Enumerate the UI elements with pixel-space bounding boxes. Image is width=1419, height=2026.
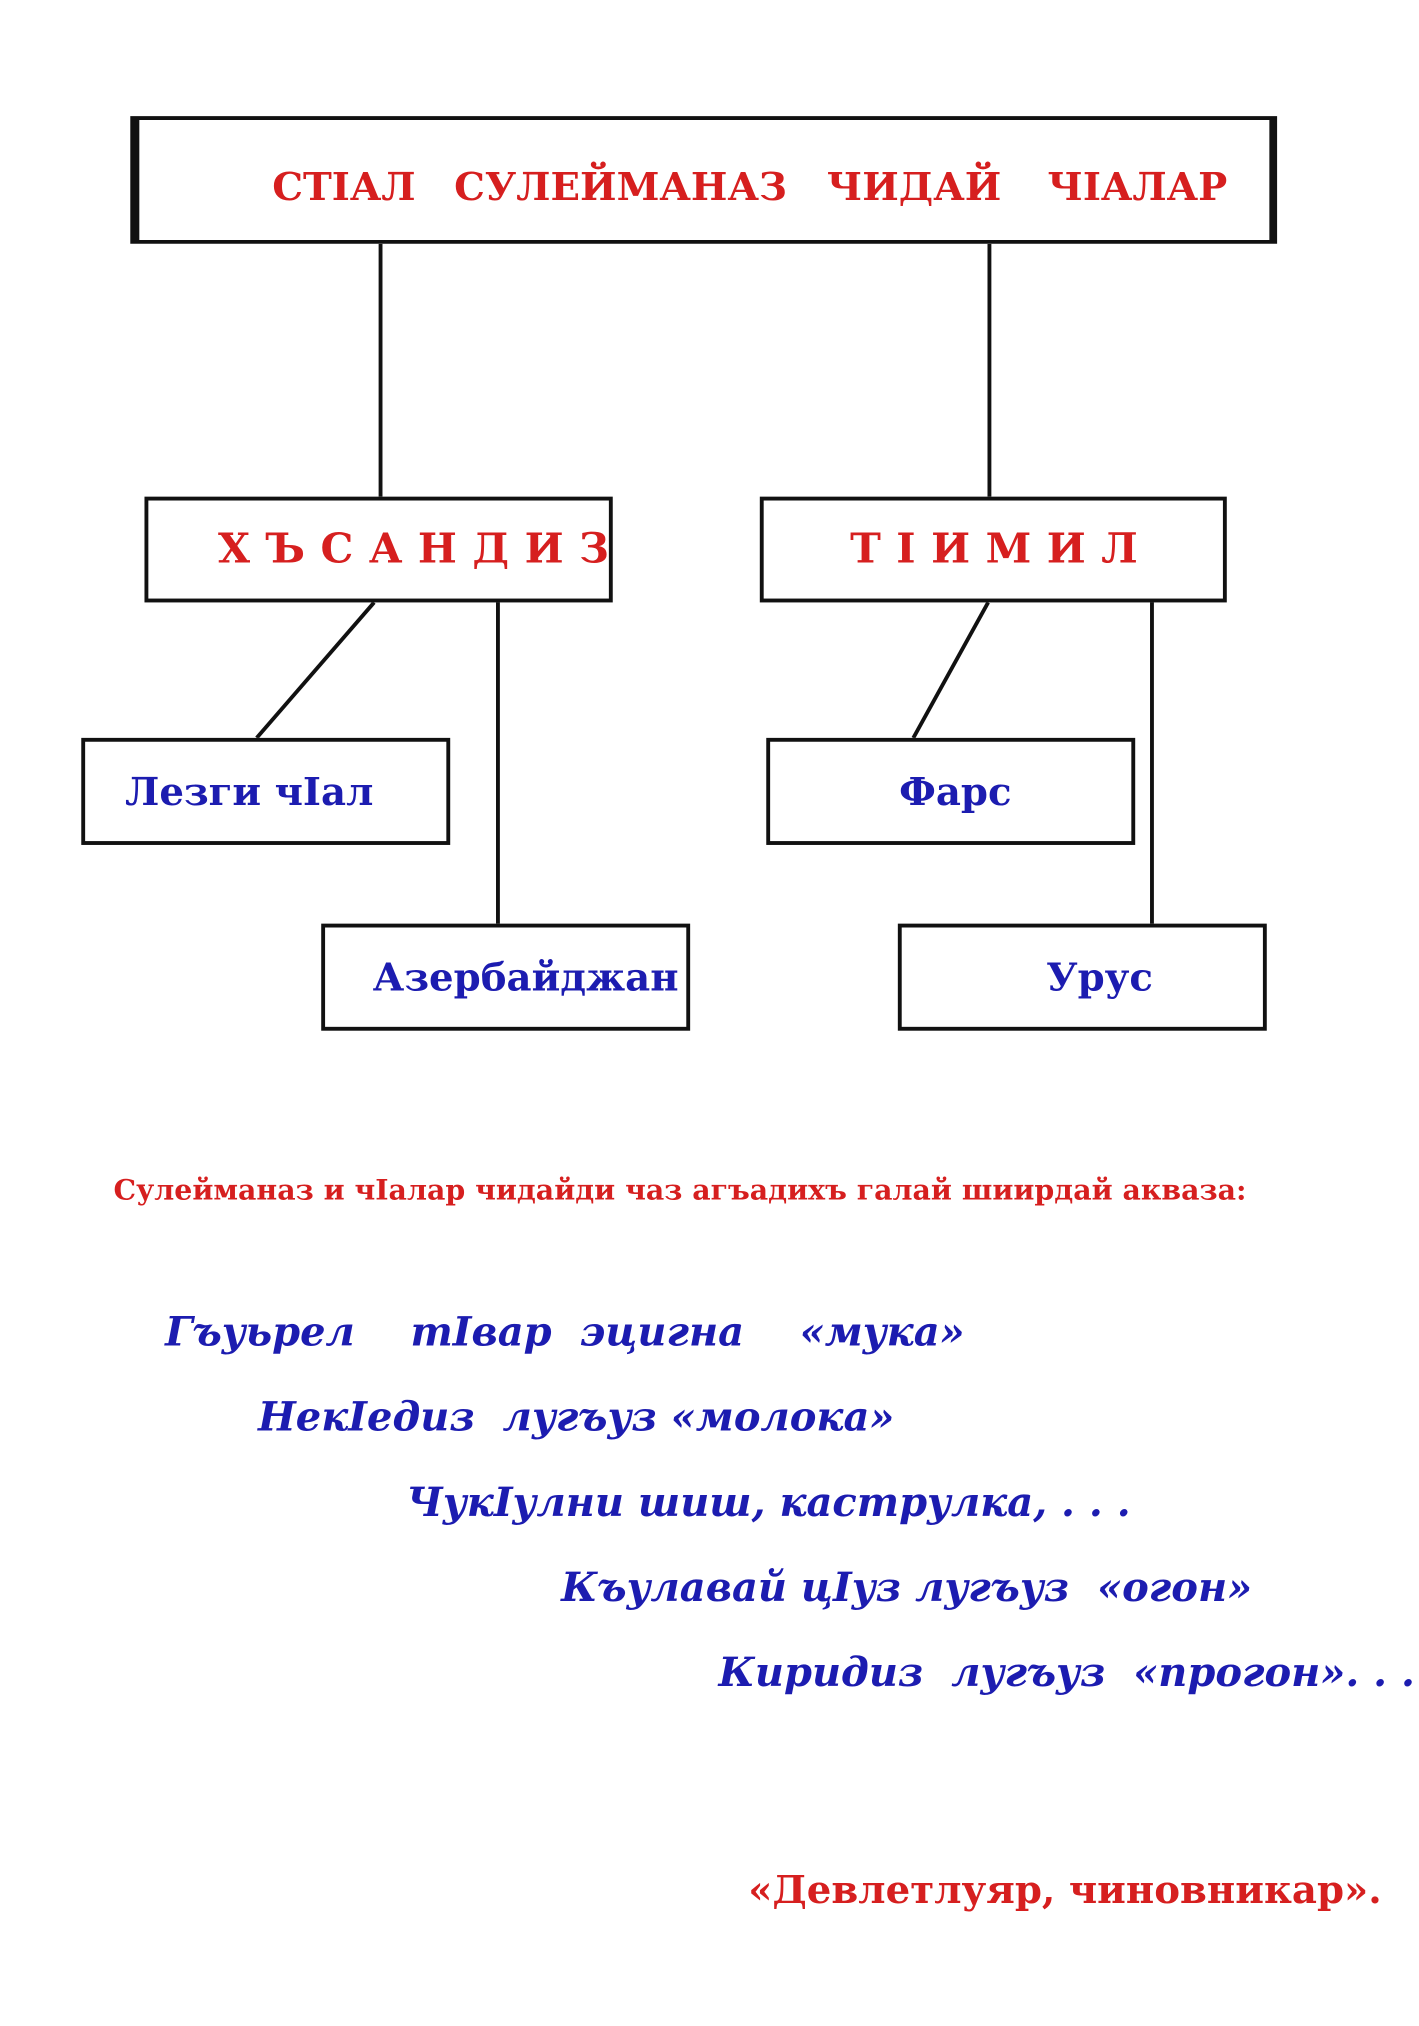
- title-box: СТIАЛ СУЛЕЙМАНАЗ ЧИДАЙ ЧIАЛАР: [130, 116, 1278, 244]
- branch-left-label: ХЪСАНДИЗ: [218, 523, 625, 573]
- intro-note: Сулейманаз и чIалар чидайди чаз агъадихъ…: [113, 1173, 1247, 1208]
- leaf-azer-label: Азербайджан: [372, 955, 679, 1002]
- leaf-urus-label: Урус: [1046, 955, 1153, 1002]
- title-word-2: СУЛЕЙМАНАЗ: [454, 165, 787, 211]
- connector-right-fars: [911, 601, 990, 739]
- poem-line-3: ЧукIулни шиш, каструлка, . . .: [406, 1479, 1131, 1527]
- branch-right-label: ТIИМИЛ: [850, 523, 1154, 573]
- poem-line-5: Киридиз лугъуз «прогон». . . .: [718, 1649, 1419, 1697]
- poem-line-1: Гъуьрел тIвар эцигна «мука»: [165, 1309, 965, 1356]
- signature-line: «Девлетлуяр, чиновникар».: [748, 1867, 1382, 1914]
- leaf-fars-label: Фарс: [899, 770, 1012, 816]
- poem-line-2: НекIедиз лугъуз «молока»: [258, 1394, 895, 1441]
- branch-right-box: ТIИМИЛ: [759, 496, 1227, 603]
- title-word-4: ЧIАЛАР: [1047, 165, 1228, 211]
- leaf-urus-box: Урус: [897, 923, 1267, 1031]
- branch-left-box: ХЪСАНДИЗ: [144, 496, 613, 603]
- leaf-lezgi-label: Лезги чIал: [125, 770, 374, 816]
- poem-line-4: Къулавай цIуз лугъуз «огон»: [561, 1564, 1253, 1612]
- title-word-3: ЧИДАЙ: [826, 165, 1002, 211]
- connector-left-lezgi: [255, 601, 376, 740]
- leaf-lezgi-box: Лезги чIал: [81, 737, 451, 845]
- leaf-azer-box: Азербайджан: [321, 923, 691, 1031]
- leaf-fars-box: Фарс: [766, 737, 1136, 845]
- title-word-1: СТIАЛ: [272, 165, 416, 211]
